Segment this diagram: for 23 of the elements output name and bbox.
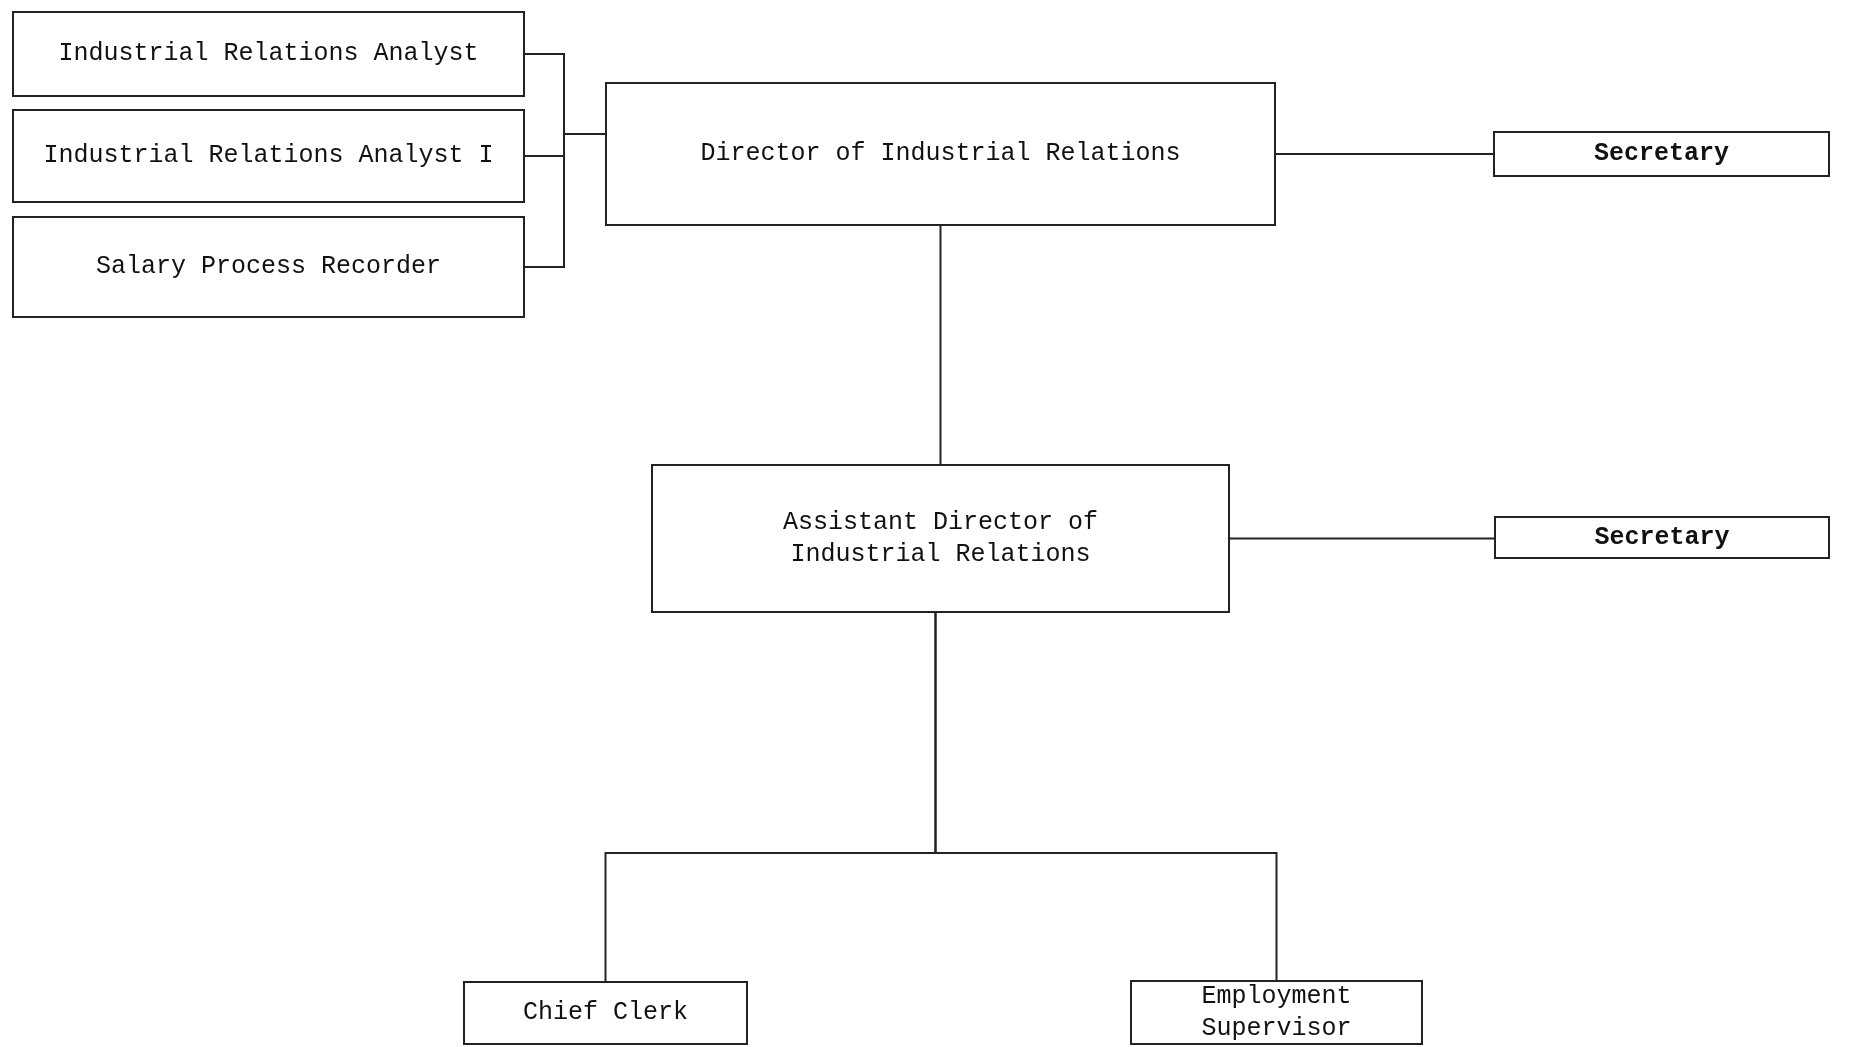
position-title: Salary Process Recorder bbox=[95, 251, 442, 283]
position-title: Secretary bbox=[1594, 521, 1730, 554]
position-box bbox=[1494, 516, 1830, 559]
position-title: Assistant Director of Industrial Relations bbox=[781, 507, 1100, 570]
connector-line bbox=[1275, 153, 1494, 155]
position-title: Chief Clerk bbox=[523, 997, 688, 1029]
position-title: Employment Supervisor bbox=[1200, 981, 1353, 1044]
position-box bbox=[651, 464, 1230, 613]
position-title: Director of Industrial Relations bbox=[700, 138, 1181, 170]
position-box bbox=[12, 109, 525, 203]
connector-line bbox=[934, 612, 1278, 981]
position-title: Industrial Relations Analyst I bbox=[43, 140, 494, 172]
position-title: Secretary bbox=[1594, 138, 1729, 170]
position-box bbox=[463, 981, 748, 1045]
position-box bbox=[12, 216, 525, 318]
position-box bbox=[12, 11, 525, 97]
connector-line bbox=[1229, 537, 1495, 540]
position-box bbox=[1130, 980, 1423, 1045]
connector-line bbox=[524, 133, 606, 268]
position-title: Industrial Relations Analyst bbox=[58, 38, 479, 70]
position-box bbox=[1493, 131, 1830, 177]
position-box bbox=[605, 82, 1276, 226]
connector-line bbox=[939, 225, 942, 465]
